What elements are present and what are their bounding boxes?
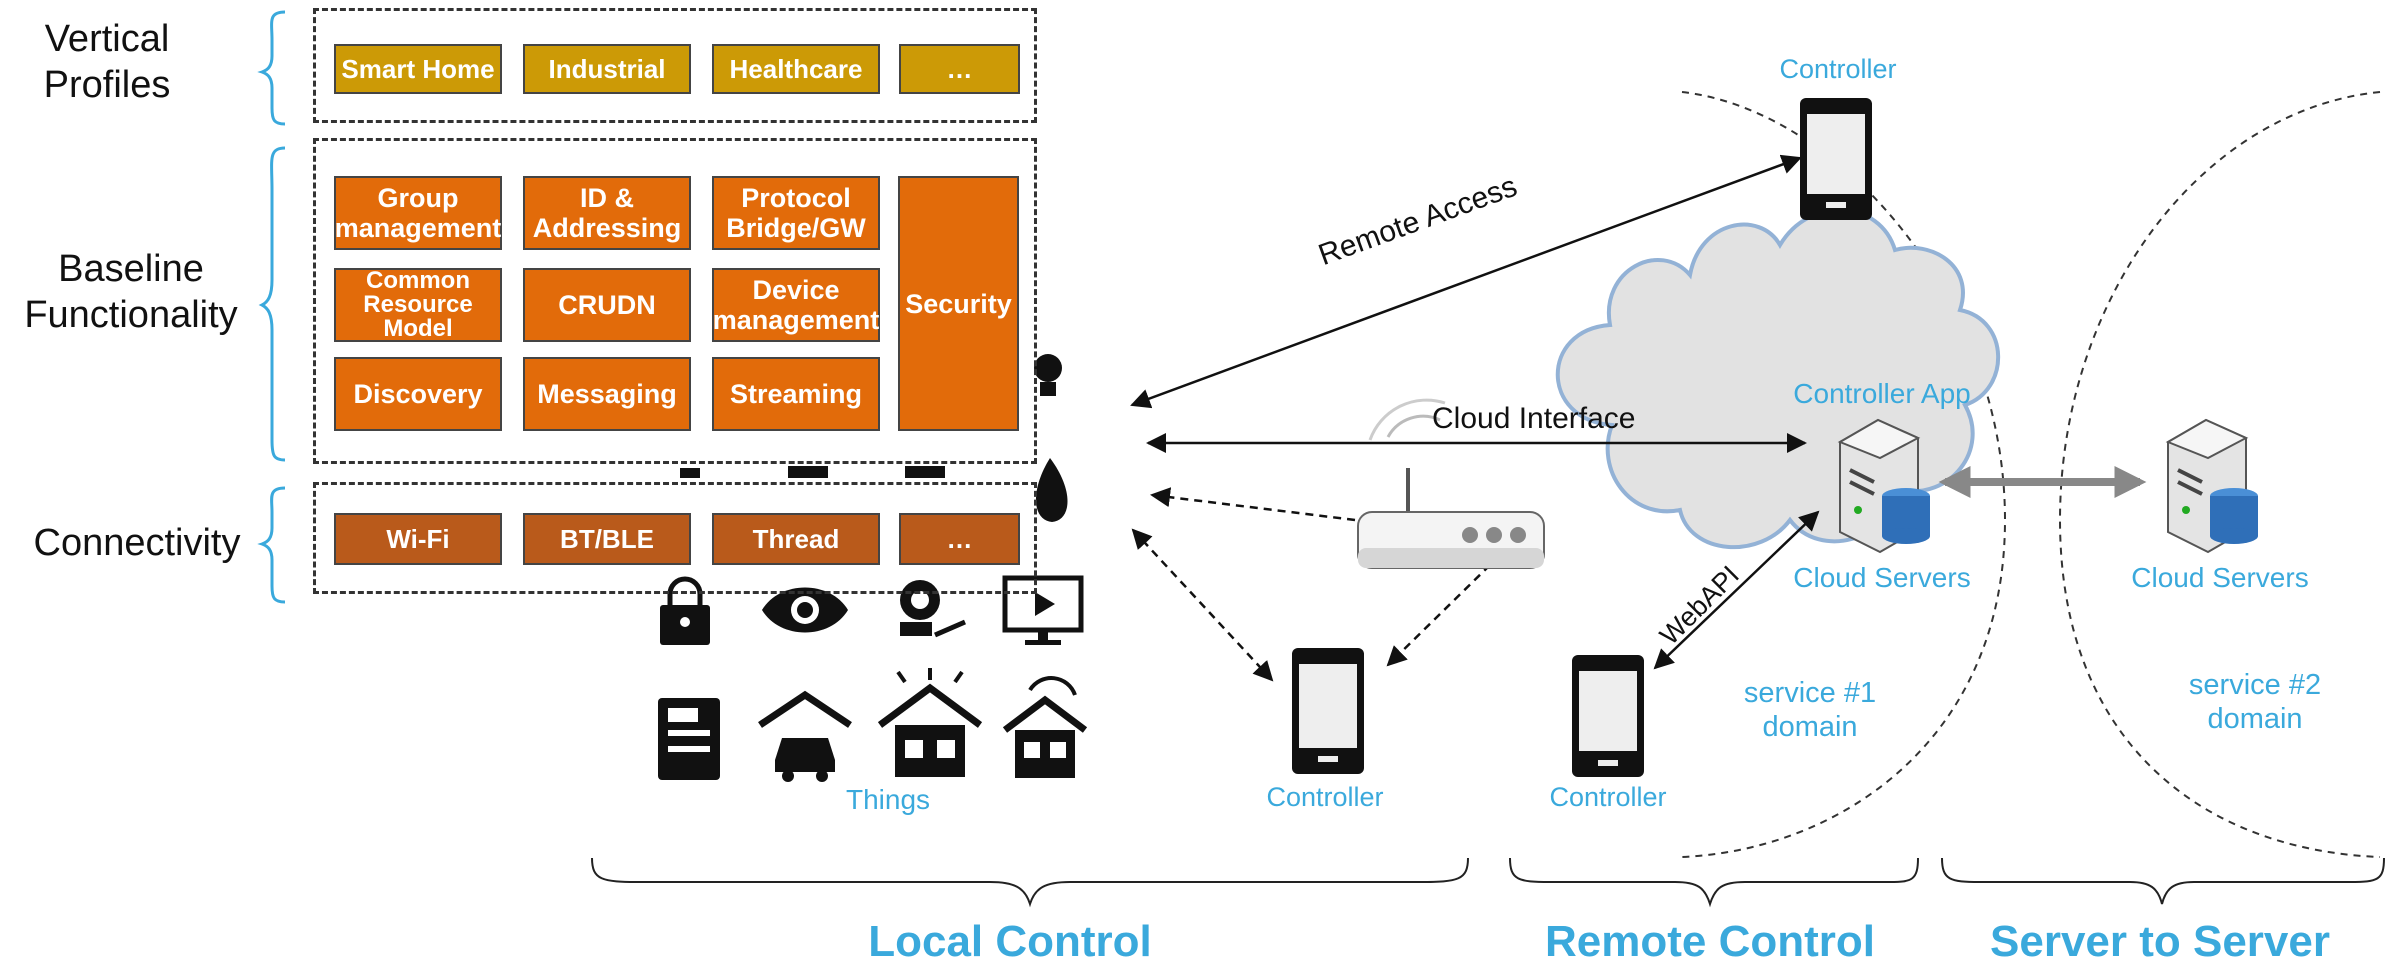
- vertical-profiles-label: Vertical Profiles: [43, 18, 171, 106]
- remote-control-title: Remote Control: [1545, 917, 1875, 966]
- controller-local-label: Controller: [1266, 782, 1384, 812]
- monitor-icon: [1002, 575, 1084, 645]
- server-brace: [1941, 857, 2385, 905]
- things-label: Things: [845, 784, 931, 815]
- router-icon: [1357, 398, 1545, 569]
- phone-icon-top: [1800, 98, 1872, 220]
- baseline-item-discovery: Discovery: [334, 357, 502, 431]
- cloud-interface-label: Cloud Interface: [1432, 402, 1636, 435]
- vertical-item-smart-home: Smart Home: [334, 44, 502, 94]
- webapi-arrow: [1653, 510, 1820, 670]
- car-garage-icon: [758, 690, 852, 782]
- connectivity-item-more: …: [899, 513, 1020, 565]
- baseline-frame: [313, 138, 1037, 464]
- camera-icon: [900, 580, 966, 638]
- baseline-functionality-label: Baseline Functionality: [24, 248, 238, 336]
- vertical-brace: [257, 10, 286, 126]
- baseline-item-protocol-bridge: Protocol Bridge/GW: [712, 176, 880, 250]
- smart-home-icon: [877, 668, 983, 777]
- vertical-item-industrial: Industrial: [523, 44, 691, 94]
- drop-icon: [1035, 458, 1068, 522]
- baseline-brace: [258, 146, 286, 462]
- local-control-brace: [591, 857, 1469, 908]
- baseline-item-common-resource-model: Common Resource Model: [334, 268, 502, 342]
- connectivity-label: Connectivity: [33, 522, 241, 564]
- partial-things-icons: [680, 466, 945, 478]
- baseline-item-group-management: Group management: [334, 176, 502, 250]
- remote-access-arrow: [1130, 154, 1802, 409]
- baseline-item-streaming: Streaming: [712, 357, 880, 431]
- connectivity-item-thread: Thread: [712, 513, 880, 565]
- remote-control-brace: [1509, 857, 1919, 908]
- baseline-item-security: Security: [898, 176, 1019, 431]
- server-icon-2: [2165, 418, 2258, 554]
- vertical-profiles-frame: [313, 8, 1037, 123]
- connectivity-item-btle: BT/BLE: [523, 513, 691, 565]
- cloud-servers-2-label: Cloud Servers: [2131, 562, 2309, 593]
- server-to-server-title: Server to Server: [1990, 917, 2330, 966]
- vertical-item-healthcare: Healthcare: [712, 44, 880, 94]
- home-sync-icon: [1002, 676, 1088, 778]
- vertical-item-more: …: [899, 44, 1020, 94]
- cloud-servers-1-label: Cloud Servers: [1793, 562, 1971, 593]
- service2-domain-arc: [2058, 91, 2381, 858]
- router-things-arrow: [1150, 487, 1356, 522]
- service2-domain-label: service #2 domain: [2188, 669, 2322, 735]
- controller-top-label: Controller: [1779, 54, 1897, 84]
- connectivity-item-wifi: Wi-Fi: [334, 513, 502, 565]
- service1-domain-label: service #1 domain: [1743, 677, 1877, 743]
- connectivity-frame: [313, 482, 1037, 594]
- bulb-icon: [1034, 354, 1062, 396]
- eye-icon: [762, 587, 848, 633]
- things-phone-arrow: [1131, 528, 1274, 682]
- baseline-item-device-management: Device management: [712, 268, 880, 342]
- local-control-title: Local Control: [868, 917, 1152, 966]
- baseline-item-messaging: Messaging: [523, 357, 691, 431]
- phone-icon-remote: [1572, 655, 1644, 777]
- server-icon-1: [1837, 418, 1930, 554]
- lock-icon: [660, 576, 710, 645]
- baseline-item-crudn: CRUDN: [523, 268, 691, 342]
- phone-icon-local: [1292, 648, 1364, 774]
- baseline-item-id-addressing: ID & Addressing: [523, 176, 691, 250]
- connectivity-brace: [257, 486, 286, 604]
- printer-icon: [658, 698, 720, 780]
- controller-app-label: Controller App: [1793, 378, 1971, 409]
- controller-remote-label: Controller: [1549, 782, 1667, 812]
- router-phone-arrow: [1386, 564, 1491, 667]
